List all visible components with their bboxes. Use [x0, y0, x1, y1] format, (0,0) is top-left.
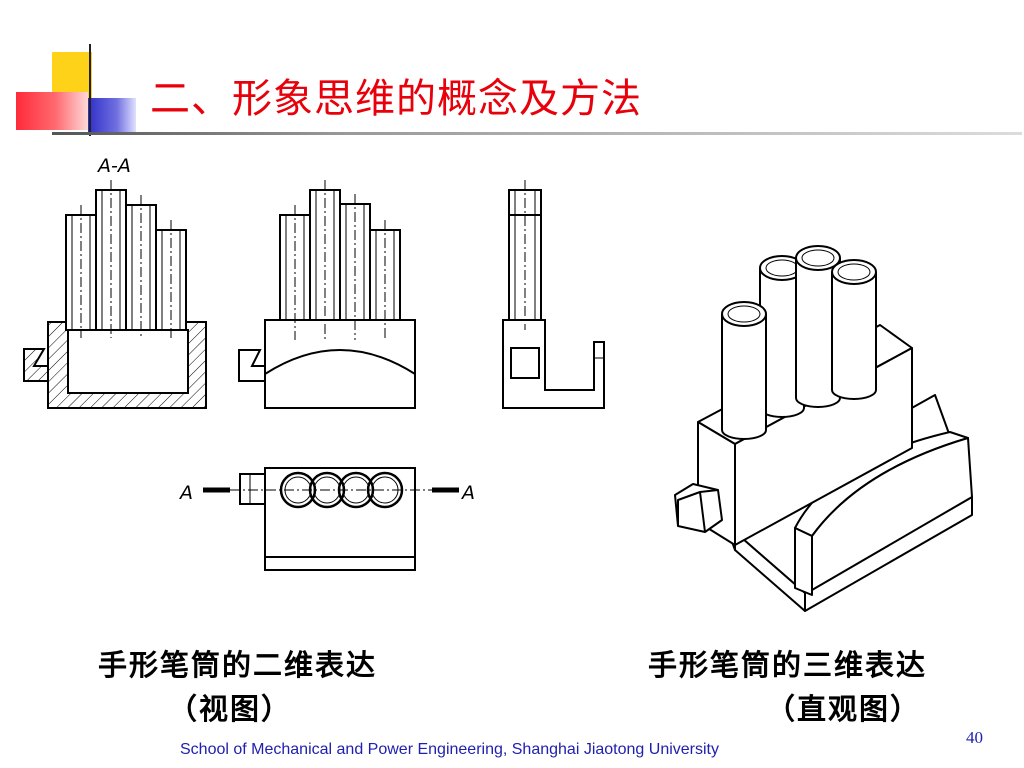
caption-2d-subtitle: （视图）	[168, 692, 293, 726]
section-label: A-A	[96, 155, 131, 177]
side-view	[502, 180, 605, 409]
caption-3d-subtitle: （直观图）	[766, 692, 922, 726]
slide-title: 二、形象思维的概念及方法	[150, 76, 642, 122]
caption-2d-title: 手形笔筒的二维表达	[98, 648, 378, 682]
deco-red-bar	[16, 92, 88, 130]
isometric-view	[674, 245, 973, 612]
deco-vertical-rule	[89, 44, 91, 136]
caption-3d-title: 手形笔筒的三维表达	[648, 648, 928, 682]
top-view: A A	[178, 467, 475, 571]
footer-institution: School of Mechanical and Power Engineeri…	[180, 741, 719, 758]
deco-horizontal-rule	[52, 132, 1022, 135]
front-view	[238, 180, 416, 409]
section-view-a-a: A-A	[23, 155, 207, 409]
page-number: 40	[966, 728, 983, 747]
cut-label-right: A	[460, 482, 475, 504]
cut-label-left: A	[178, 482, 193, 504]
deco-blue-square	[88, 98, 136, 134]
